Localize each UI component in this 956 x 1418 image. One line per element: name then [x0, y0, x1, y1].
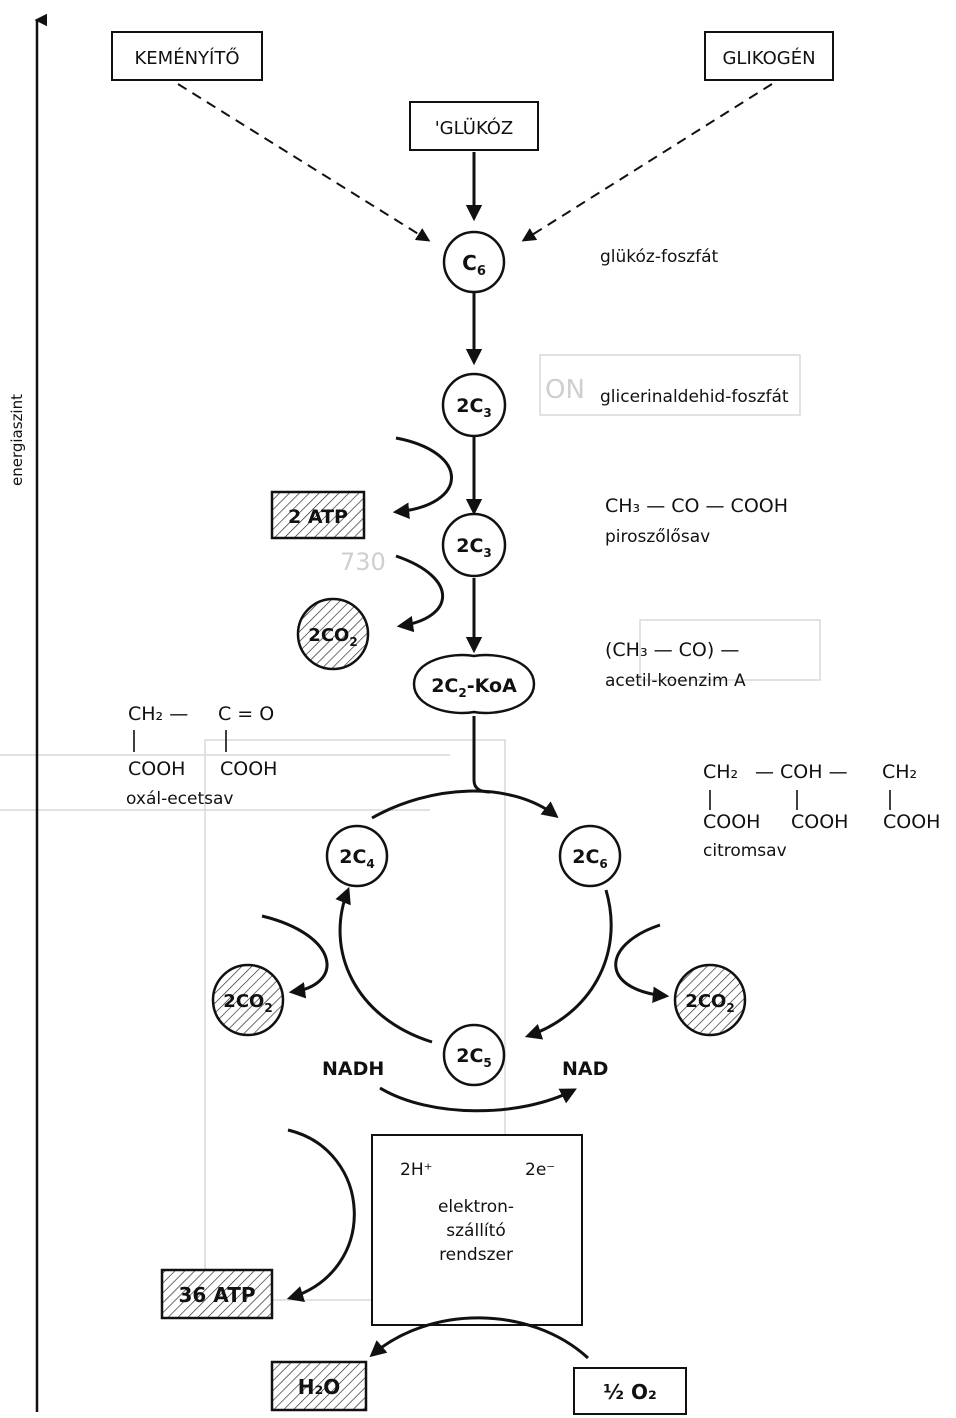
- c3-node-b: 2C3: [441, 512, 507, 578]
- cycle-top-arrow: [371, 789, 559, 820]
- svg-text:— COH —: — COH —: [755, 761, 848, 783]
- atp2-yield-arrow: [392, 436, 453, 519]
- svg-text:2C4: 2C4: [339, 846, 375, 871]
- acetyl-formula: (CH₃ — CO) —: [605, 639, 739, 661]
- citrate-structure: CH₂ — COH — CH₂ COOH COOH COOH citromsav: [703, 761, 940, 861]
- glucose-box: 'GLÜKÓZ: [409, 101, 539, 151]
- atp2-label: 2 ATP: [288, 506, 348, 528]
- atp36-yield-arrow: [286, 1128, 356, 1302]
- svg-text:2CO2: 2CO2: [308, 625, 357, 649]
- pyruvate-label: piroszőlősav: [605, 527, 710, 547]
- nadh-to-nad-arrow: [379, 1086, 577, 1113]
- svg-text:szállító: szállító: [446, 1221, 505, 1241]
- water-box: H₂O: [270, 1360, 368, 1412]
- background-ghost-marks: ON 730: [0, 354, 821, 1301]
- svg-text:elektron-: elektron-: [438, 1197, 514, 1217]
- energy-axis-label: energiaszint: [8, 394, 26, 486]
- acetyl-label: acetil-koenzim A: [605, 671, 746, 691]
- atp36-box: 36 ATP: [160, 1268, 274, 1320]
- glucose-phosphate-label: glükóz-foszfát: [600, 247, 719, 267]
- co2-node-b: 2CO2: [211, 963, 285, 1037]
- c6-cycle-node: 2C6: [558, 824, 622, 888]
- c6-node: C6: [442, 230, 506, 294]
- co2-node-a: 2CO2: [296, 597, 370, 671]
- svg-text:COOH: COOH: [128, 758, 185, 780]
- oxaloacetate-label: oxál-ecetsav: [126, 789, 233, 809]
- svg-text:CH₂ —: CH₂ —: [128, 703, 188, 725]
- svg-text:2C5: 2C5: [456, 1045, 492, 1070]
- svg-text:COOH: COOH: [703, 811, 760, 833]
- svg-text:COOH: COOH: [220, 758, 277, 780]
- glucose-label: 'GLÜKÓZ: [435, 117, 514, 139]
- oxaloacetate-structure: CH₂ — C = O COOH COOH oxál-ecetsav: [126, 703, 277, 809]
- svg-text:2C3: 2C3: [456, 535, 492, 560]
- svg-text:730: 730: [340, 548, 386, 576]
- svg-text:rendszer: rendszer: [439, 1245, 513, 1265]
- svg-text:CH₂: CH₂: [703, 761, 738, 783]
- co2-release-arrow-b: [261, 914, 329, 999]
- starch-label: KEMÉNYÍTŐ: [134, 47, 239, 69]
- cycle-right-arrow: [524, 889, 613, 1040]
- acetyl-entry-line: [472, 716, 491, 794]
- glycogen-box: GLIKOGÉN: [704, 31, 834, 81]
- water-label: H₂O: [298, 1375, 341, 1399]
- glycogen-to-c6-arrow: [521, 83, 773, 242]
- pyruvate-formula: CH₃ — CO — COOH: [605, 495, 788, 517]
- gap-label: glicerinaldehid-foszfát: [600, 387, 789, 407]
- acetyl-coa-node: 2C2-KoA: [412, 653, 536, 715]
- co2-release-arrow-c: [614, 923, 670, 1004]
- svg-text:COOH: COOH: [791, 811, 848, 833]
- proton-label: 2H⁺: [400, 1160, 433, 1180]
- oxygen-to-water-arrow: [369, 1316, 590, 1360]
- oxygen-box: ½ O₂: [573, 1367, 687, 1415]
- svg-text:ON: ON: [545, 375, 585, 405]
- svg-text:2C6: 2C6: [572, 846, 608, 871]
- c3-node-a: 2C3: [441, 372, 507, 438]
- svg-text:2C3: 2C3: [456, 395, 492, 420]
- co2-release-arrow-a: [395, 554, 444, 633]
- svg-text:CH₂: CH₂: [882, 761, 917, 783]
- svg-text:COOH: COOH: [883, 811, 940, 833]
- svg-text:C = O: C = O: [218, 703, 274, 725]
- c5-node: 2C5: [442, 1023, 506, 1087]
- oxygen-label: ½ O₂: [603, 1380, 656, 1404]
- glycogen-label: GLIKOGÉN: [722, 47, 815, 69]
- svg-text:2C2-KoA: 2C2-KoA: [431, 675, 517, 700]
- citrate-label: citromsav: [703, 841, 787, 861]
- svg-text:C6: C6: [462, 251, 486, 279]
- co2-node-c: 2CO2: [673, 963, 747, 1037]
- starch-box: KEMÉNYÍTŐ: [111, 31, 263, 81]
- c4-node: 2C4: [325, 824, 389, 888]
- electron-label: 2e⁻: [525, 1160, 555, 1180]
- cycle-left-arrow: [335, 886, 433, 1044]
- svg-text:2CO2: 2CO2: [223, 991, 272, 1015]
- electron-transport-box: 2H⁺ 2e⁻ elektron- szállító rendszer: [371, 1134, 583, 1326]
- nad-label: NAD: [562, 1058, 608, 1080]
- svg-text:2CO2: 2CO2: [685, 991, 734, 1015]
- starch-to-c6-arrow: [177, 83, 431, 242]
- atp2-box: 2 ATP: [270, 490, 366, 540]
- atp36-label: 36 ATP: [178, 1283, 255, 1307]
- nadh-label: NADH: [322, 1058, 384, 1080]
